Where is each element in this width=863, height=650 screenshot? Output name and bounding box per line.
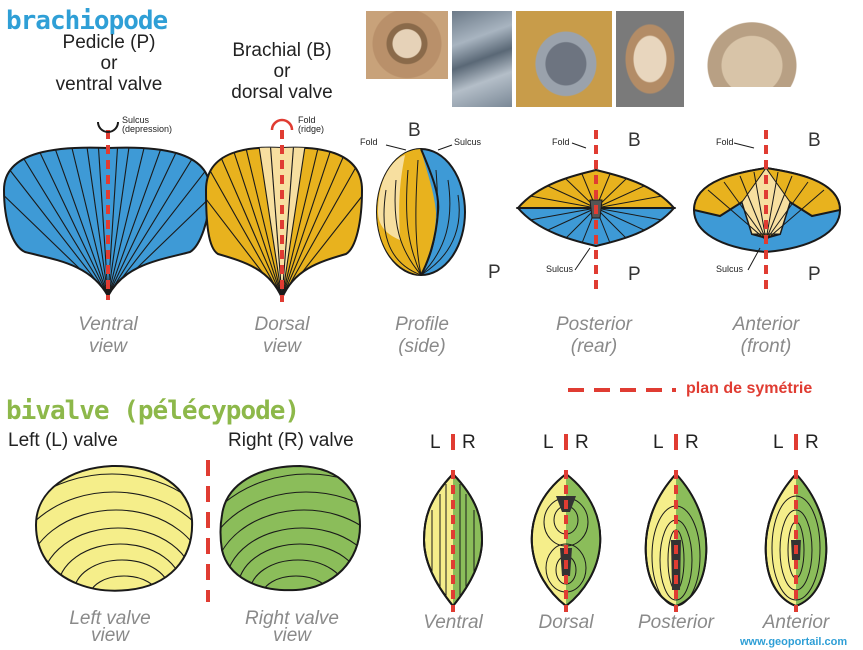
bivalve-title: bivalve (pélécypode) [6,396,299,426]
ventral-r-label: R [462,432,476,454]
watermark: www.geoportail.com [740,636,847,648]
photo-fossil-slab [452,11,512,107]
posterior-sulcus-label: Sulcus [546,265,573,274]
posterior-fold-label: Fold [552,138,570,147]
profile-b-label: B [408,120,421,142]
anterior-l-label: L [773,432,784,454]
bivalve-posterior-shell [646,434,707,612]
caption-bivalve-posterior: Posterior [628,612,724,634]
ventral-l-label: L [430,432,441,454]
posterior-view-shell [518,130,674,290]
profile-sulcus-label: Sulcus [454,138,481,147]
anterior-p-label: P [808,264,821,286]
posterior-b-label: B [628,130,641,152]
caption-bivalve-anterior: Anterior [748,612,844,634]
anterior-r-label: R [805,432,819,454]
profile-view-shell [377,145,465,275]
brachial-label: Brachial (B) or dorsal valve [204,40,360,103]
posterior-l-label: L [653,432,664,454]
pedicle-label: Pedicle (P) or ventral valve [4,32,214,95]
dorsal-view-shell [196,120,370,302]
bivalve-anterior-shell [766,434,827,612]
symmetry-legend-label: plan de symétrie [686,380,812,398]
caption-anterior: Anterior (front) [706,314,826,358]
caption-ventral-view: Ventral view [48,314,168,358]
photo-fossil-open [516,11,612,107]
profile-fold-label: Fold [360,138,378,147]
caption-posterior: Posterior (rear) [534,314,654,358]
caption-profile: Profile (side) [372,314,472,358]
left-valve-label: Left (L) valve [8,430,118,451]
dorsal-r-label: R [575,432,589,454]
photo-fossil-side [616,11,684,107]
anterior-b-label: B [808,130,821,152]
profile-p-label: P [488,262,501,284]
caption-left-valve: Left valve view [40,610,180,644]
bivalve-ventral-shell [424,434,482,612]
bivalve-dorsal-shell [532,434,600,612]
fold-note: Fold (ridge) [298,116,324,134]
posterior-p-label: P [628,264,641,286]
caption-bivalve-ventral: Ventral [403,612,503,634]
caption-right-valve: Right valve view [222,610,362,644]
ventral-view-shell [0,122,222,300]
sulcus-note: Sulcus (depression) [122,116,172,134]
anterior-fold-label: Fold [716,138,734,147]
caption-bivalve-dorsal: Dorsal [526,612,606,634]
dorsal-l-label: L [543,432,554,454]
right-valve-label: Right (R) valve [228,430,354,451]
caption-dorsal-view: Dorsal view [222,314,342,358]
anterior-sulcus-label: Sulcus [716,265,743,274]
photo-fossil-shell [700,15,804,87]
photo-fossil-top [366,11,448,79]
posterior-r-label: R [685,432,699,454]
